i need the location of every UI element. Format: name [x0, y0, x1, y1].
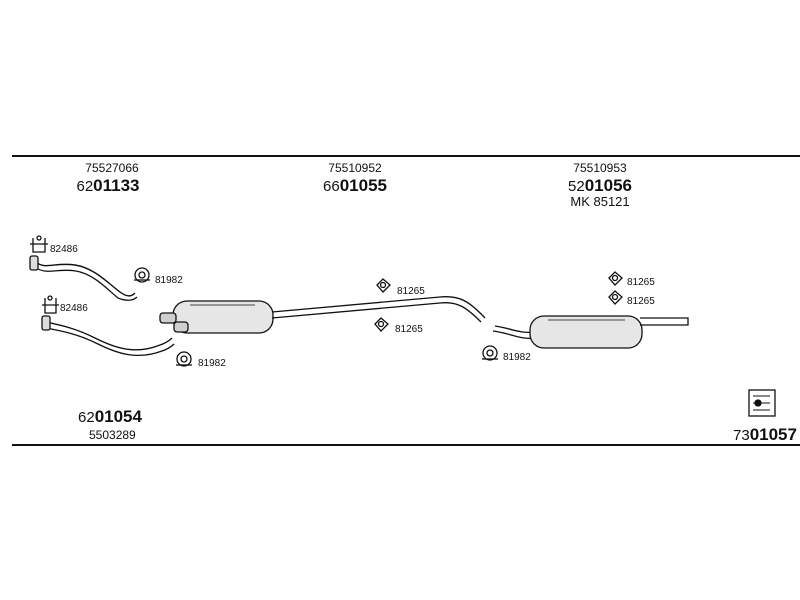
- front-flange-lower: [41, 315, 51, 331]
- middle-prefix: 66: [323, 178, 340, 195]
- middle-ref: 75510952: [328, 161, 382, 175]
- rear-mk: MK 85121: [570, 194, 630, 209]
- front-part-number: 6201133: [76, 177, 139, 194]
- bottom-right-part-number: 7301057: [733, 426, 797, 443]
- middle-part-number: 6601055: [323, 177, 387, 194]
- bottom-left-prefix: 62: [78, 409, 95, 426]
- seal-2-icon: [176, 351, 192, 367]
- front-pipe-upper: [35, 261, 136, 297]
- seal-2-label: 81982: [198, 358, 226, 369]
- front-flange-upper: [29, 255, 39, 271]
- middle-number: 01055: [339, 176, 387, 195]
- rubber-mid-2-icon: [374, 317, 389, 332]
- clamp-bottom-label: 82486: [60, 303, 88, 314]
- middle-pipe: [271, 296, 486, 319]
- rubber-rear-1-label: 81265: [627, 277, 655, 288]
- rubber-mid-2-label: 81265: [395, 324, 423, 335]
- rubber-mid-1-label: 81265: [397, 286, 425, 297]
- fitting-instructions-icon: [748, 389, 776, 417]
- rear-inlet-pipe: [494, 325, 536, 334]
- front-ref: 75527066: [85, 161, 139, 175]
- rubber-rear-2-label: 81265: [627, 296, 655, 307]
- top-rule: [12, 155, 800, 157]
- front-prefix: 62: [76, 178, 94, 195]
- clamp-top-icon: [30, 235, 48, 253]
- seal-1-label: 81982: [155, 275, 183, 286]
- rear-part-number: 5201056: [568, 177, 632, 194]
- rear-prefix: 52: [568, 178, 585, 195]
- bottom-right-number: 01057: [749, 425, 797, 444]
- rubber-rear-1-icon: [608, 271, 623, 286]
- bottom-left-ref: 5503289: [89, 428, 136, 442]
- bottom-right-prefix: 73: [733, 427, 750, 444]
- rubber-mid-1-icon: [376, 278, 391, 293]
- rear-ref: 75510953: [573, 161, 627, 175]
- middle-muffler: [159, 300, 274, 334]
- rear-muffler: [529, 315, 643, 349]
- bottom-rule: [12, 444, 800, 446]
- front-pipe-lower: [45, 321, 173, 351]
- seal-1-icon: [134, 267, 150, 283]
- rubber-rear-2-icon: [608, 290, 623, 305]
- seal-3-icon: [482, 345, 498, 361]
- bottom-left-number: 01054: [94, 407, 142, 426]
- bottom-left-part-number: 6201054: [78, 408, 142, 425]
- rear-number: 01056: [584, 176, 632, 195]
- clamp-bottom-icon: [42, 295, 59, 314]
- clamp-top-label: 82486: [50, 244, 78, 255]
- rear-tailpipe: [640, 317, 689, 326]
- front-number: 01133: [93, 176, 140, 195]
- seal-3-label: 81982: [503, 352, 531, 363]
